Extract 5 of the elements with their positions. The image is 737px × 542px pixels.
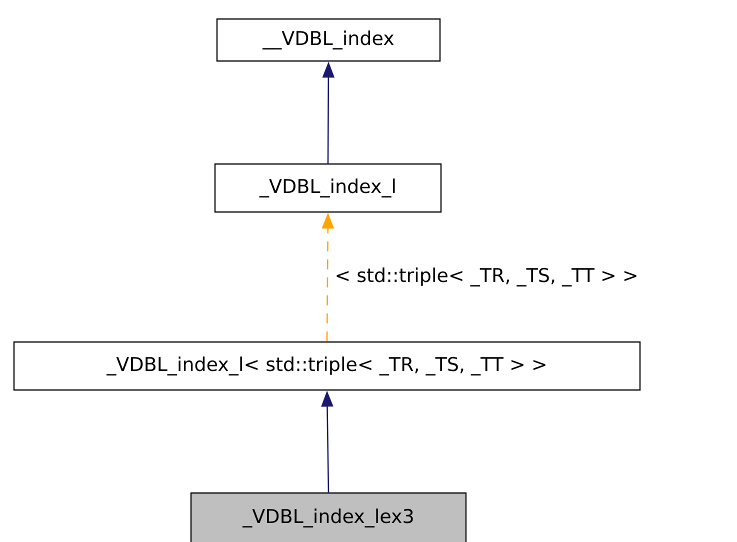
class-box: __VDBL_index: [216, 18, 441, 62]
class-box: _VDBL_index_l< std::triple< _TR, _TS, _TT > >: [13, 341, 641, 391]
highlighted-class-box: _VDBL_index_lex3: [190, 492, 467, 542]
edge-label: < std::triple< _TR, _TS, _TT > >: [334, 266, 640, 288]
class-box: _VDBL_index_l: [214, 163, 442, 213]
